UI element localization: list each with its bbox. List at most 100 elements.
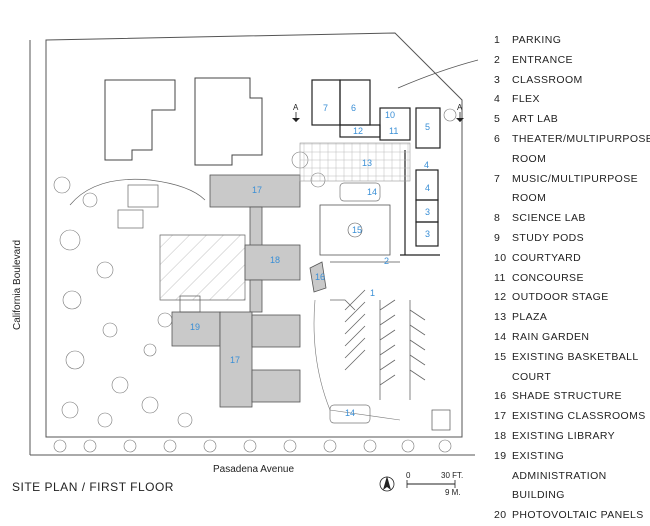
legend-number: 7: [494, 172, 501, 185]
label-rain-garden-b: 14: [345, 408, 355, 418]
legend-number: 2: [494, 53, 501, 66]
legend-item: 17 EXISTING CLASSROOMS: [494, 407, 650, 427]
legend-item: 5 ART LAB: [494, 110, 650, 130]
legend-item: 8 SCIENCE LAB: [494, 209, 650, 229]
legend-number: 4: [494, 93, 501, 106]
legend-item: 9 STUDY PODS: [494, 229, 650, 249]
legend-text: COURTYARD: [512, 251, 582, 264]
legend-number: 10: [494, 251, 507, 264]
existing-classrooms-mid: [251, 314, 301, 348]
legend-text: SHADE STRUCTURE: [512, 390, 622, 403]
legend-number: 17: [494, 410, 507, 423]
legend-item: 14 RAIN GARDEN: [494, 328, 650, 348]
legend-text: PLAZA: [512, 311, 548, 324]
legend-number: 9: [494, 231, 501, 244]
play-structure-2: [117, 209, 144, 229]
legend-number: 15: [494, 350, 507, 363]
existing-classrooms-north: [209, 174, 301, 208]
trees: [53, 108, 457, 453]
site-plan-drawing: A A 7 6 12 10 11 5 13 4 4 3 3 14 15 2 16…: [12, 32, 479, 497]
street-curve-east: [397, 59, 479, 89]
svg-text:A: A: [457, 103, 463, 112]
legend-text: THEATER/MULTIPURPOSE ROOM: [512, 132, 650, 165]
label-shade: 16: [315, 272, 325, 282]
legend-text: EXISTING LIBRARY: [512, 429, 616, 442]
svg-text:9 M.: 9 M.: [445, 488, 461, 497]
parking-lot: [330, 289, 426, 400]
legend-text: RAIN GARDEN: [512, 330, 590, 343]
legend-item: 15 EXISTING BASKETBALL COURT: [494, 348, 650, 388]
street-name-south: Pasadena Avenue: [213, 464, 294, 475]
legend-text: CONCOURSE: [512, 271, 584, 284]
photovoltaic-corner: [431, 409, 451, 431]
legend-item: 12 OUTDOOR STAGE: [494, 288, 650, 308]
legend-number: 11: [494, 271, 506, 284]
neighbor-building-b: [194, 77, 263, 166]
legend-number: 20: [494, 509, 507, 522]
label-library: 18: [270, 255, 280, 265]
play-structure: [127, 184, 159, 208]
rain-garden-south: [329, 404, 371, 424]
legend-text: PARKING: [512, 34, 562, 46]
legend-number: 8: [494, 212, 501, 225]
legend-number: 13: [494, 311, 507, 324]
legend-text: EXISTING BASKETBALL COURT: [512, 350, 639, 383]
legend-text: FLEX: [512, 93, 540, 106]
basketball-court: [319, 204, 391, 256]
svg-text:A: A: [293, 103, 299, 112]
legend-number: 16: [494, 390, 507, 403]
legend-number: 14: [494, 330, 507, 343]
legend-text: PHOTOVOLTAIC PANELS: [512, 509, 644, 522]
existing-classrooms-south-west: [219, 311, 253, 408]
label-classroom-a: 3: [425, 207, 430, 217]
section-marker-east: A: [456, 103, 464, 122]
existing-connector-2: [249, 279, 263, 313]
label-theater: 6: [351, 103, 356, 113]
legend-text: MUSIC/MULTIPURPOSE ROOM: [512, 172, 639, 205]
legend-text: EXISTING CLASSROOMS: [512, 410, 646, 423]
existing-classrooms-south-east: [251, 369, 301, 403]
legend: 1 PARKING 2 ENTRANCE 3 CLASSROOM 4 FLEX 5 ART LAB…: [494, 31, 650, 526]
legend-number: 1: [494, 34, 501, 46]
concourse-area: [379, 107, 411, 141]
shade-structure: [309, 261, 327, 293]
label-flex-a: 4: [424, 160, 429, 170]
svg-text:0: 0: [406, 471, 411, 480]
site-boundary: [45, 32, 463, 438]
legend-text: ART LAB: [512, 113, 559, 126]
legend-item: 3 CLASSROOM: [494, 71, 650, 91]
plan-title: SITE PLAN / FIRST FLOOR: [12, 480, 174, 494]
label-artlab: 5: [425, 122, 430, 132]
legend-number: 5: [494, 113, 501, 126]
legend-number: 12: [494, 291, 507, 304]
neighbor-building-a: [104, 79, 176, 161]
court-center: [347, 222, 363, 238]
legend-item: 16 SHADE STRUCTURE: [494, 387, 650, 407]
legend-text: STUDY PODS: [512, 231, 585, 244]
admin-annex: [179, 295, 201, 313]
legend-text: EXISTING ADMINISTRATION BUILDING: [512, 449, 607, 502]
label-exist-class-b: 17: [230, 355, 240, 365]
legend-item: 1 PARKING: [494, 31, 650, 51]
label-plaza: 13: [362, 158, 372, 168]
street-name-west: California Boulevard: [12, 240, 23, 330]
legend-text: OUTDOOR STAGE: [512, 291, 609, 304]
legend-text: ENTRANCE: [512, 53, 573, 66]
label-exist-class-a: 17: [252, 185, 262, 195]
legend-item: 10 COURTYARD: [494, 249, 650, 269]
art-lab: [415, 107, 441, 149]
label-entrance: 2: [384, 256, 389, 266]
label-rain-garden-a: 14: [367, 187, 377, 197]
drive-aisle: [313, 299, 401, 421]
legend-text: CLASSROOM: [512, 73, 583, 86]
label-court: 15: [352, 225, 362, 235]
legend-number: 3: [494, 73, 501, 86]
legend-item: 11 CONCOURSE: [494, 269, 650, 289]
north-arrow-icon: [379, 476, 395, 492]
label-parking: 1: [370, 288, 375, 298]
legend-text: SCIENCE LAB: [512, 212, 586, 225]
label-concourse: 11: [389, 126, 398, 136]
